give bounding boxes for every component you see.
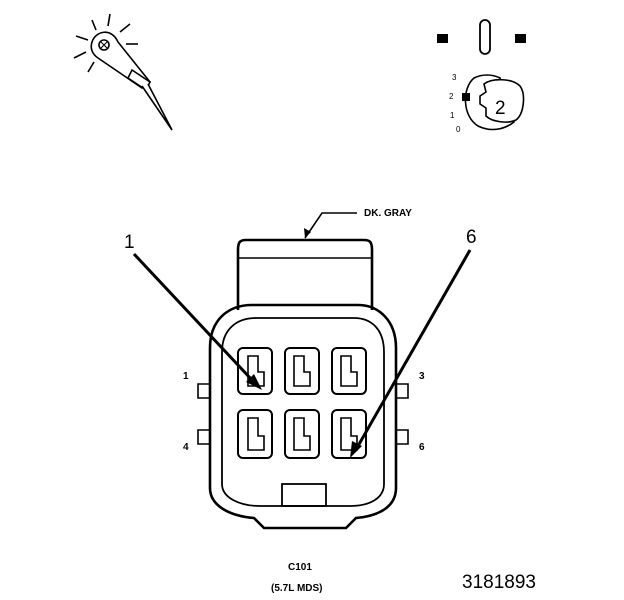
cavity-3 [331, 347, 367, 395]
callout-1-label: 1 [124, 232, 135, 253]
cavity-2 [284, 347, 320, 395]
pin-number-4: 4 [183, 442, 189, 453]
ignition-key-icon: 3 2 1 0 2 [449, 73, 525, 134]
cavity-4 [237, 409, 273, 459]
connector-note: (5.7L MDS) [271, 583, 323, 594]
pin-number-1: 1 [183, 371, 189, 382]
pin-number-3: 3 [419, 371, 425, 382]
cavity-1 [237, 347, 273, 395]
cavity-6 [331, 409, 367, 459]
view-indicator-icon [437, 19, 526, 55]
connector-id: C101 [288, 562, 312, 573]
key-pos-2: 2 [449, 92, 454, 101]
connector-c101 [197, 238, 409, 530]
key-selected-label: 2 [495, 98, 506, 119]
pin-number-6: 6 [419, 442, 425, 453]
key-pos-0: 0 [456, 125, 461, 134]
key-pos-1: 1 [450, 111, 455, 120]
callout-6-label: 6 [466, 227, 477, 248]
wire-color-label: DK. GRAY [364, 208, 412, 219]
cavity-5 [284, 409, 320, 459]
terminal-cavities [237, 347, 367, 459]
figure-number: 3181893 [462, 572, 536, 593]
callout-1: 1 [124, 232, 262, 390]
wire-color-callout: DK. GRAY [304, 208, 412, 239]
key-pos-3: 3 [452, 73, 457, 82]
test-probe-icon [73, 13, 173, 131]
callout-6: 6 [350, 227, 477, 458]
